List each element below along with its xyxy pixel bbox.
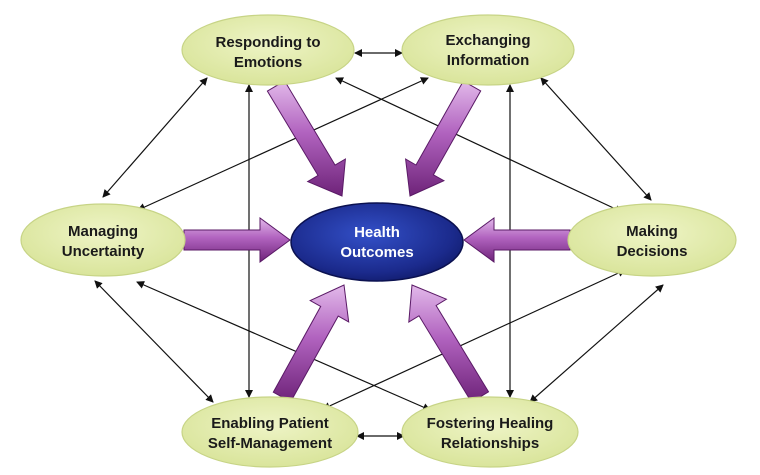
node-label-line1: Responding to [216, 34, 321, 51]
node-label-line2: Uncertainty [62, 243, 145, 260]
connector-lines [94, 49, 664, 440]
big-arrow-from-uncertainty [183, 217, 291, 263]
connector-exchanging-uncertainty [137, 77, 429, 211]
node-label-line1: Managing [68, 223, 138, 240]
connector-responding-decisions [335, 77, 623, 213]
node-managing-uncertainty: Managing Uncertainty [20, 203, 186, 277]
big-arrow-from-exchanging [404, 80, 482, 197]
center-label-line2: Outcomes [340, 244, 413, 261]
node-label-line1: Exchanging [445, 32, 530, 49]
node-exchanging-information: Exchanging Information [401, 14, 575, 86]
node-enabling-patient-self-management: Enabling Patient Self-Management [181, 396, 359, 468]
big-arrow-from-decisions [463, 217, 571, 263]
big-arrows [183, 80, 571, 403]
node-label-line2: Self-Management [208, 435, 332, 452]
node-label-line2: Emotions [234, 54, 302, 71]
connector-uncertainty-selfmanagement [94, 280, 214, 403]
node-responding-to-emotions: Responding to Emotions [181, 14, 355, 86]
health-outcomes-node: Health Outcomes [290, 202, 464, 282]
connector-responding-uncertainty [102, 77, 208, 198]
big-arrow-from-healing [408, 284, 490, 403]
node-label-line2: Decisions [617, 243, 688, 260]
node-label-line2: Relationships [441, 435, 539, 452]
center-label-line1: Health [354, 224, 400, 241]
connector-decisions-healing [529, 284, 664, 403]
connector-decisions-selfmanagement [322, 269, 626, 410]
node-label-line1: Fostering Healing [427, 415, 554, 432]
big-arrow-from-responding [266, 80, 346, 197]
node-label-line1: Making [626, 223, 678, 240]
node-making-decisions: Making Decisions [567, 203, 737, 277]
big-arrow-from-selfmanagement [272, 284, 350, 403]
node-fostering-healing-relationships: Fostering Healing Relationships [401, 396, 579, 468]
node-label-line2: Information [447, 52, 530, 69]
node-label-line1: Enabling Patient [211, 415, 329, 432]
